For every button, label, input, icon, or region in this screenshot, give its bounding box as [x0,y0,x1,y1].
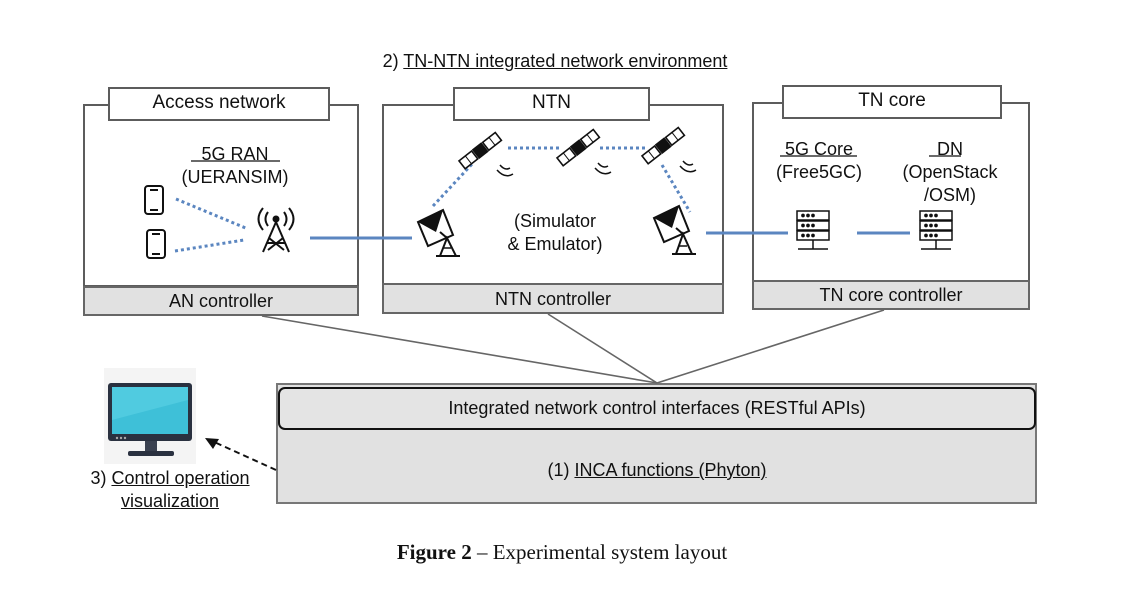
integrated-control-interfaces-label: Integrated network control interfaces (R… [448,398,866,418]
phone-icon [146,229,166,259]
visualization-arrow [205,438,277,471]
ntn-controller: NTN controller [382,283,724,314]
signal-waves-icon [679,160,697,173]
core-name: 5G Core [784,139,854,159]
satellite-icon [555,128,601,167]
visualization-line2: visualization [120,491,220,511]
figure-text: – Experimental system layout [471,540,728,564]
figure-caption: Figure 2 – Experimental system layout [0,540,1124,565]
satellite-icon [457,131,503,170]
environment-title-text: TN-NTN integrated network environment [403,51,728,71]
dotted-links [174,146,692,253]
ran-name: 5G RAN [201,144,269,164]
inca-functions: (1) INCA functions (Phyton) [278,459,1036,481]
access-network-tab: Access network [108,87,330,121]
access-network-box [83,104,359,287]
signal-waves-icon [594,162,612,175]
dn-impl2: /OSM) [924,185,976,205]
visualization-line1: 3) Control operation [50,467,290,489]
ran-impl: (UERANSIM) [181,167,289,187]
sim-line1: (Simulator [513,211,597,231]
cell-tower-icon [257,207,295,253]
inca-functions-label: INCA functions (Phyton) [574,460,767,480]
solid-links [310,231,910,240]
inca-functions-prefix: (1) [547,460,575,480]
tn-link-line [656,309,885,384]
environment-title: 2) TN-NTN integrated network environment [330,50,780,72]
signal-waves-icon [496,164,514,177]
server-icon [796,210,830,250]
monitor-icon [104,368,196,464]
tn-core-box [752,102,1030,282]
environment-title-prefix: 2) [382,51,404,71]
visualization-title: Control operation [111,468,250,488]
satellite-dish-icon [652,204,696,255]
ntn-tab: NTN [453,87,650,121]
server-icon [919,210,953,250]
visualization-prefix: 3) [90,468,112,488]
sim-line2: & Emulator) [507,234,603,254]
satellite-dish-icon [416,208,460,257]
an-controller: AN controller [83,286,359,316]
phone-icon [144,185,164,215]
ntn-link-line [547,313,658,384]
arrow-head [205,438,219,449]
controller-to-inca-lines [261,309,885,384]
an-link-line [261,315,658,384]
tn-core-controller: TN core controller [752,280,1030,310]
dn-impl1: (OpenStack [902,162,998,182]
satellite-icon [640,126,686,165]
core-impl: (Free5GC) [775,162,862,182]
integrated-control-interfaces: Integrated network control interfaces (R… [278,387,1036,430]
figure-label: Figure 2 [396,540,472,564]
tn-core-tab: TN core [782,85,1002,119]
dn-name: DN [937,139,963,159]
